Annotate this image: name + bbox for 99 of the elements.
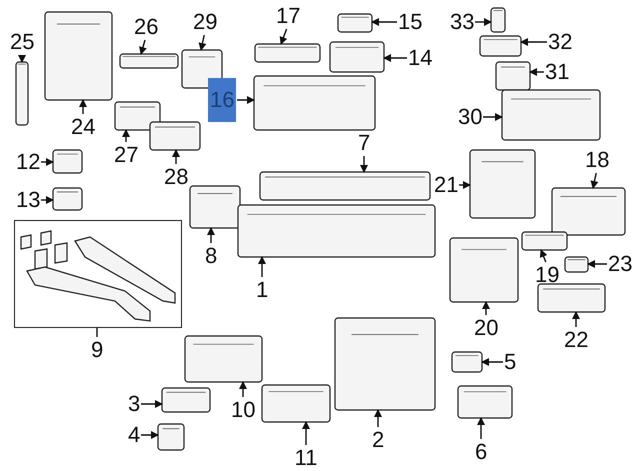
callout-number: 25	[10, 30, 34, 54]
leader-line	[475, 18, 492, 26]
leader-line	[572, 311, 580, 327]
console-part-drawing	[551, 187, 626, 236]
leader-line	[520, 38, 547, 46]
callout-number: 17	[276, 4, 300, 28]
callout-number: 8	[205, 244, 218, 268]
console-part-drawing	[119, 53, 179, 69]
console-part-drawing	[259, 171, 431, 201]
console-part-drawing	[449, 237, 519, 303]
leader-line	[237, 96, 255, 104]
console-part-drawing	[149, 121, 201, 151]
leader-line	[258, 256, 266, 277]
leader-line	[459, 181, 471, 189]
console-part-drawing	[237, 204, 436, 258]
parts-set-frame	[14, 220, 182, 328]
callout-number: 11	[294, 446, 318, 470]
callout-number: 6	[475, 440, 488, 464]
callout-number: 4	[128, 423, 140, 447]
callout-number: 9	[91, 338, 104, 362]
callout-number: 21	[434, 173, 458, 197]
console-part-drawing	[161, 387, 211, 413]
callout-number: 12	[16, 150, 40, 174]
callout-number: 27	[114, 143, 138, 167]
callout-number: 23	[608, 252, 632, 276]
callout-number: 32	[548, 30, 572, 54]
console-part-drawing	[15, 61, 29, 126]
console-part-drawing	[490, 7, 506, 33]
leader-line	[18, 55, 26, 63]
console-part-drawing	[451, 351, 483, 373]
leader-line	[590, 172, 598, 189]
console-part-drawing	[501, 89, 601, 141]
console-part-drawing	[189, 185, 241, 229]
leader-line	[207, 227, 215, 243]
console-part-drawing	[261, 384, 331, 423]
callout-number: 7	[358, 131, 370, 155]
callout-number: 29	[193, 10, 218, 34]
leader-line	[198, 34, 206, 51]
callout-number: 20	[474, 316, 498, 340]
console-part-drawing	[334, 317, 436, 411]
console-part-drawing	[521, 231, 568, 251]
leader-line	[374, 409, 382, 427]
leader-line	[481, 358, 503, 366]
console-part-drawing	[495, 61, 531, 91]
console-part-drawing	[44, 11, 113, 101]
console-part-drawing	[537, 283, 606, 313]
callout-number: 13	[16, 188, 40, 212]
leader-line	[302, 421, 310, 445]
console-part-drawing	[157, 423, 185, 451]
leader-line	[96, 328, 98, 337]
leader-line	[529, 68, 544, 76]
callout-number: 31	[545, 60, 570, 84]
console-part-drawing	[564, 256, 589, 273]
console-part-drawing	[181, 49, 223, 89]
callout-number: 10	[231, 398, 256, 422]
callout-number: 24	[71, 115, 96, 139]
leader-line	[79, 99, 87, 114]
console-part-drawing	[329, 41, 385, 73]
console-part-drawing	[52, 149, 83, 174]
console-part-drawing	[457, 385, 513, 419]
leader-line	[482, 301, 490, 315]
callout-number: 2	[372, 428, 384, 452]
callout-number: 16	[208, 78, 236, 122]
callout-number: 18	[585, 148, 610, 172]
callout-number: 14	[408, 46, 432, 70]
callout-number: 22	[564, 328, 588, 352]
callout-number: 28	[164, 165, 188, 189]
console-part-drawing	[469, 149, 536, 219]
console-part-drawing	[479, 35, 522, 57]
console-part-drawing	[52, 187, 83, 211]
leader-line	[239, 381, 247, 397]
callout-number: 33	[450, 10, 474, 34]
leader-line	[141, 431, 159, 439]
leader-line	[139, 40, 147, 55]
console-part-drawing	[184, 335, 263, 383]
leader-line	[41, 158, 54, 166]
callout-number: 1	[256, 278, 268, 302]
console-part-drawing	[253, 75, 376, 131]
console-part-drawing	[337, 13, 373, 33]
console-part-drawing	[254, 43, 321, 63]
leader-line	[122, 129, 130, 142]
leader-line	[41, 196, 54, 204]
leader-line	[483, 113, 503, 121]
leader-line	[172, 149, 180, 164]
callout-number: 15	[398, 10, 422, 34]
callout-number: 26	[134, 15, 158, 39]
leader-line	[280, 28, 288, 45]
callout-number: 19	[535, 263, 560, 287]
callout-number: 3	[128, 392, 140, 416]
leader-line	[540, 249, 548, 262]
leader-line	[371, 18, 397, 26]
callout-number: 5	[504, 350, 516, 374]
leader-line	[587, 260, 607, 268]
leader-line	[383, 54, 407, 62]
leader-line	[477, 417, 485, 439]
callout-number: 30	[458, 105, 482, 129]
console-part-drawing	[114, 101, 161, 131]
leader-line	[141, 400, 163, 408]
leader-line	[360, 156, 368, 173]
